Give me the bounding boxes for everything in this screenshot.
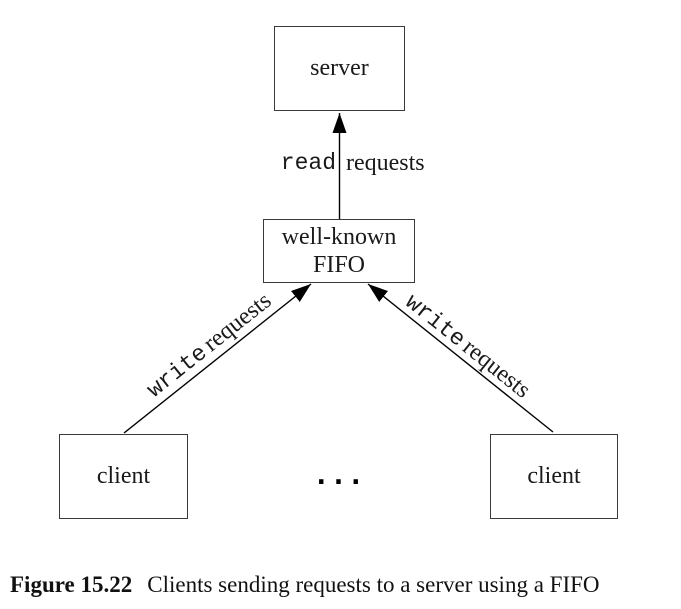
- ellipsis-dots: ...: [313, 460, 365, 491]
- fifo-label-line1: well-known: [281, 224, 397, 250]
- well-known-fifo-box: well-known FIFO: [263, 219, 415, 283]
- server-label: server: [310, 55, 369, 81]
- write-arrow-right: [367, 283, 554, 433]
- read-requests-label: requests: [346, 150, 425, 176]
- client-left-label: client: [96, 463, 151, 489]
- client-box-left: client: [59, 434, 188, 519]
- fifo-label-line2: FIFO: [312, 252, 366, 278]
- write-arrow-left: [123, 283, 312, 434]
- figure-caption-text: Clients sending requests to a server usi…: [147, 572, 600, 597]
- client-right-label: client: [527, 463, 581, 489]
- client-box-right: client: [490, 434, 618, 519]
- read-command-label: read: [280, 150, 336, 176]
- figure-caption: Figure 15.22 Clients sending requests to …: [10, 572, 600, 598]
- figure-number: Figure 15.22: [10, 572, 133, 597]
- fifo-label: well-known FIFO: [282, 223, 397, 279]
- server-box: server: [274, 26, 405, 111]
